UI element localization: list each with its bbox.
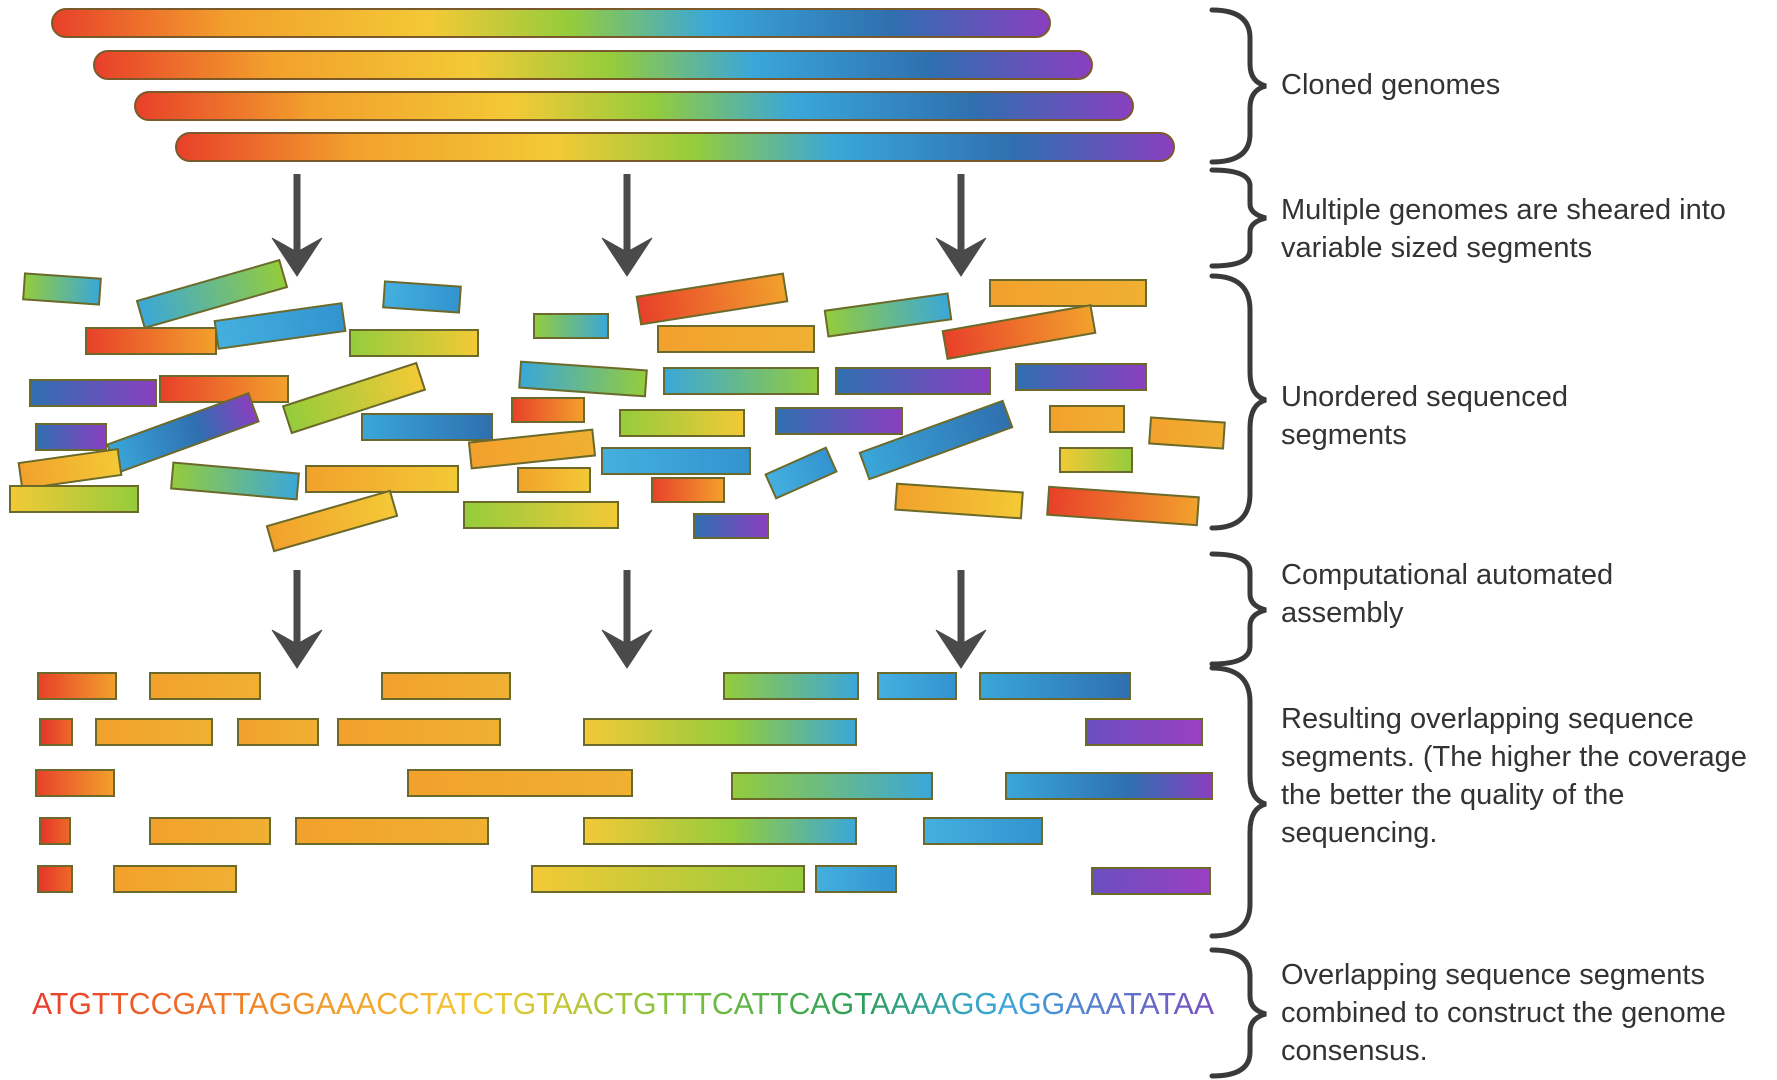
segment [775,407,903,435]
segment [85,327,217,355]
genome-bar [51,8,1051,38]
down-arrow-icon [601,570,653,669]
segment [979,672,1131,700]
arrows-assembly [271,570,987,669]
segment [877,672,957,700]
segment [1005,772,1213,800]
label-sheared-segments: Multiple genomes are sheared into variab… [1281,194,1726,264]
segment [731,772,933,800]
segment [39,718,73,746]
segment [305,465,459,493]
segment [361,413,493,441]
segment [37,865,73,893]
segment [382,280,462,314]
segment [265,489,399,553]
label-cloned-genomes: Cloned genomes [1281,69,1501,101]
segment [29,379,157,407]
segment [823,292,953,338]
segment [894,482,1024,520]
segment [39,817,71,845]
segment [463,501,619,529]
segment [583,718,857,746]
curly-brace-icon [1209,551,1267,667]
segment [281,361,427,435]
segment [407,769,633,797]
unordered-segments [9,258,1226,553]
segment [531,865,805,893]
segment [1049,405,1125,433]
segment [17,448,123,490]
segment [337,718,501,746]
curly-brace-icon [1209,167,1267,269]
segment [149,817,271,845]
segment [835,367,991,395]
segment [37,672,117,700]
segment [113,865,237,893]
curly-brace-icon [1209,273,1267,531]
curly-brace-icon [1209,947,1267,1079]
down-arrow-icon [271,570,323,669]
segment [213,302,347,350]
consensus-sequence: ATGTTCCGATTAGGAAACCTATCTGTAACTGTTTCATTCA… [32,986,1214,1021]
segment [35,423,107,451]
segment [135,258,289,330]
genome-bar [93,50,1093,80]
segment [815,865,897,893]
segment [517,467,591,493]
label-overlapping-segments: Resulting overlapping sequence segments.… [1281,703,1747,849]
segment [619,409,745,437]
down-arrow-icon [601,174,653,277]
segment [9,485,139,513]
segment [764,446,838,500]
segment [22,272,102,306]
label-unordered-segments: Unordered sequenced segments [1281,381,1568,451]
segment [663,367,819,395]
genome-bar [175,132,1175,162]
segment [693,513,769,539]
segment [989,279,1147,307]
down-arrow-icon [935,174,987,277]
down-arrow-icon [935,570,987,669]
segment [1059,447,1133,473]
segment [1091,867,1211,895]
segment [149,672,261,700]
segment [467,428,597,470]
label-computational-assembly: Computational automated assembly [1281,559,1614,629]
down-arrow-icon [271,174,323,277]
segment [349,329,479,357]
curly-brace-icon [1209,665,1267,939]
arrows-shear [271,174,987,277]
cloned-genomes [51,8,1175,162]
segment [518,360,648,398]
genome-bar [134,91,1134,121]
segment [1148,416,1226,450]
segment [511,397,585,423]
segment [923,817,1043,845]
brackets [1209,7,1267,1079]
segment [237,718,319,746]
segment [1046,485,1200,527]
segment [1085,718,1203,746]
segment [35,769,115,797]
segment [657,325,815,353]
segment [635,272,789,326]
segment [533,313,609,339]
segment [381,672,511,700]
segment [723,672,859,700]
segment [95,718,213,746]
label-genome-consensus: Overlapping sequence segments combined t… [1281,959,1726,1067]
segment [941,304,1097,360]
overlapping-segments [35,672,1213,895]
segment [295,817,489,845]
segment [170,461,300,501]
segment [601,447,751,475]
segment [858,399,1014,481]
segment [1015,363,1147,391]
segment [651,477,725,503]
segment [583,817,857,845]
segment [159,375,289,403]
curly-brace-icon [1209,7,1267,165]
